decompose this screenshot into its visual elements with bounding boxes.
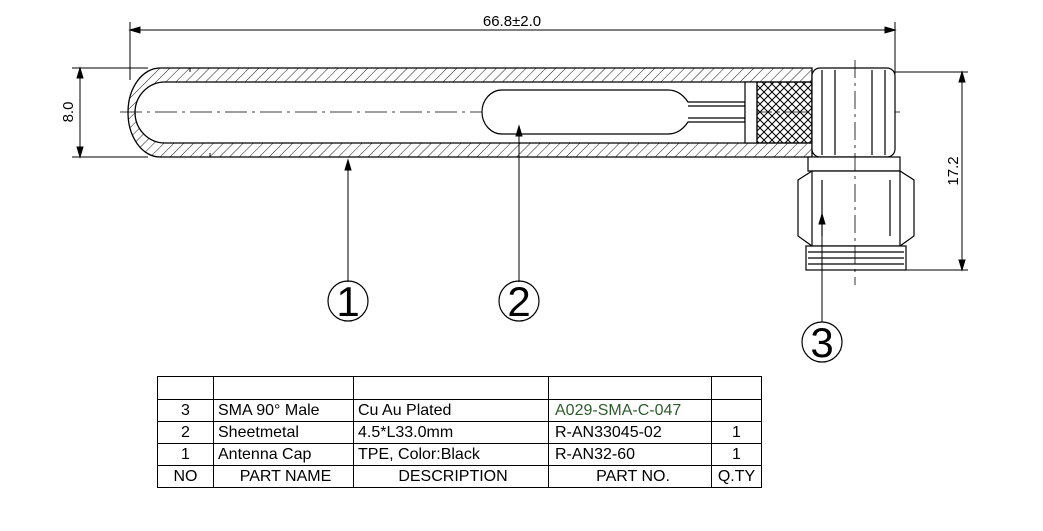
header-qty: Q.TY	[711, 465, 762, 488]
row-description: 4.5*L33.0mm	[353, 421, 549, 444]
connector-height-dimension-label: 17.2	[945, 156, 962, 185]
header-part-name: PART NAME	[213, 465, 354, 488]
row-qty: 1	[711, 421, 762, 444]
table-row	[157, 376, 762, 400]
diameter-dimension	[72, 66, 148, 159]
row-part-name: Antenna Cap	[213, 443, 354, 466]
leader-lines	[344, 124, 826, 322]
callout-1-label: 1	[336, 278, 359, 325]
bill-of-materials: 3 SMA 90° Male Cu Au Plated A029-SMA-C-0…	[157, 376, 762, 488]
row-no: 1	[157, 443, 214, 466]
diameter-dimension-label: 8.0	[60, 102, 77, 123]
header-description: DESCRIPTION	[353, 465, 549, 488]
header-no: NO	[157, 465, 214, 488]
table-row: 2 Sheetmetal 4.5*L33.0mm R-AN33045-02 1	[157, 421, 762, 444]
callout-2-label: 2	[507, 278, 530, 325]
sheetmetal-element	[481, 89, 746, 135]
row-description: Cu Au Plated	[353, 399, 549, 422]
row-part-name: Sheetmetal	[213, 421, 354, 444]
header-part-no: PART NO.	[548, 465, 712, 488]
row-description: TPE, Color:Black	[353, 443, 549, 466]
row-qty: 1	[711, 443, 762, 466]
row-no: 2	[157, 421, 214, 444]
table-row: 3 SMA 90° Male Cu Au Plated A029-SMA-C-0…	[157, 399, 762, 422]
row-part-no: R-AN33045-02	[548, 421, 712, 444]
connector-height-dimension	[890, 70, 968, 272]
callout-3: 3	[801, 319, 843, 366]
row-no: 3	[157, 399, 214, 422]
table-header-row: NO PART NAME DESCRIPTION PART NO. Q.TY	[157, 465, 762, 488]
knurled-insert	[744, 81, 813, 144]
sma-connector	[797, 67, 915, 271]
table-row: 1 Antenna Cap TPE, Color:Black R-AN32-60…	[157, 443, 762, 466]
length-dimension-label: 66.8±2.0	[483, 13, 541, 30]
row-qty	[711, 399, 762, 422]
callout-3-label: 3	[810, 319, 833, 366]
callout-2: 2	[498, 278, 540, 325]
callout-1: 1	[327, 278, 369, 325]
row-part-name: SMA 90° Male	[213, 399, 354, 422]
row-part-no: R-AN32-60	[548, 443, 712, 466]
row-part-no: A029-SMA-C-047	[548, 399, 712, 422]
length-dimension	[128, 22, 897, 80]
